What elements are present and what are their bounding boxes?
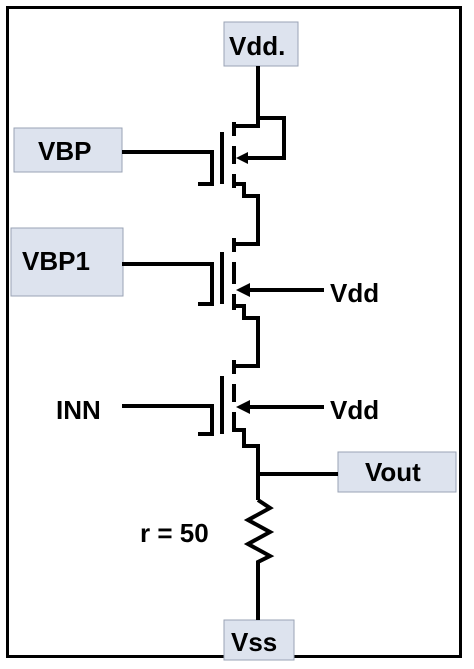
vdd-top-label: Vdd.	[229, 31, 285, 61]
vss-label: Vss	[231, 627, 277, 657]
vss-box	[223, 619, 295, 661]
pmos-transistor-vbp	[122, 116, 286, 236]
vdd-top-box	[223, 21, 299, 67]
vbp-label: VBP	[38, 136, 91, 166]
vbp-box	[13, 127, 123, 173]
pmos-transistor-vbp1	[122, 236, 324, 356]
pmos-transistor-inn	[122, 356, 324, 500]
inn-label: INN	[56, 395, 101, 425]
vout-label: Vout	[365, 457, 421, 487]
vbp1-label: VBP1	[22, 246, 90, 276]
resistor-label: r = 50	[140, 518, 209, 548]
vdd-low-label: Vdd	[330, 395, 379, 425]
vdd-mid-label: Vdd	[330, 278, 379, 308]
resistor-symbol	[243, 498, 275, 620]
